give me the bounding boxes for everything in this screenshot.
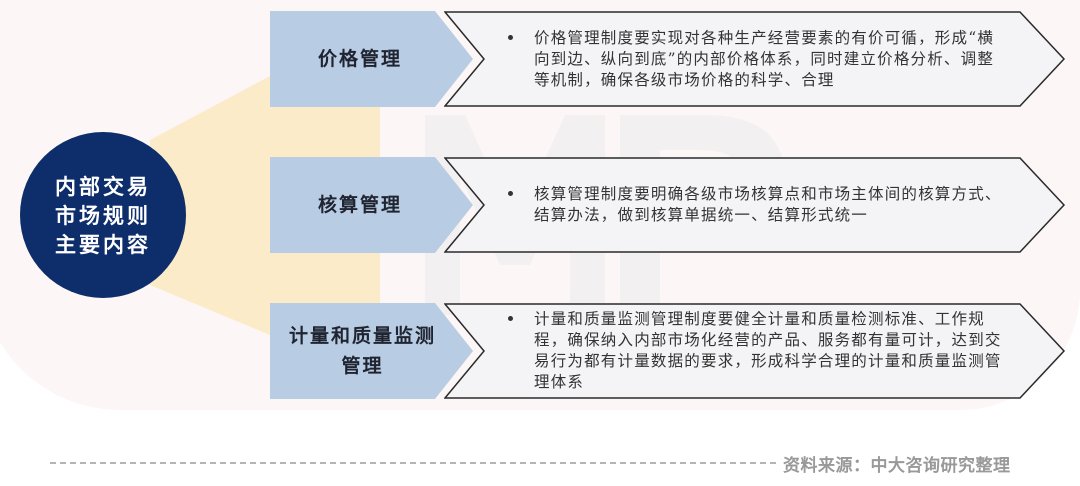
item-label-accounting: 核算管理 (317, 194, 402, 216)
label-arrow-shape (270, 303, 473, 399)
hub-line-2: 市场规则 (55, 202, 151, 228)
detail-chevron-shape (444, 157, 1066, 253)
item-detail-price: 价格管理制度要实现对各种生产经营要素的有价可循，形成“横向到边、纵向到底”的内部… (500, 11, 1010, 107)
detail-chevron-shape (444, 11, 1066, 107)
hub-title: 内部交易 市场规则 主要内容 (53, 172, 153, 259)
item-detail-accounting: 核算管理制度要明确各级市场核算点和市场主体间的核算方式、结算办法，做到核算单据统… (500, 157, 1010, 253)
bullet-icon (508, 34, 513, 40)
hub-circle: 内部交易 市场规则 主要内容 (20, 132, 186, 298)
item-detail-text: 计量和质量监测管理制度要健全计量和质量检测标准、工作规程，确保纳入内部市场化经营… (534, 310, 1002, 391)
hub-line-1: 内部交易 (55, 173, 151, 199)
hub-line-3: 主要内容 (55, 231, 151, 257)
item-label-price: 价格管理 (317, 48, 402, 70)
item-row-measurement: 计量和质量监测管理 计量和质量监测管理制度要健全计量和质量检测标准、工作规程，确… (0, 303, 1080, 399)
item-detail-text: 核算管理制度要明确各级市场核算点和市场主体间的核算方式、结算办法，做到核算单据统… (534, 185, 1002, 224)
item-row-price: 价格管理 价格管理制度要实现对各种生产经营要素的有价可循，形成“横向到边、纵向到… (0, 11, 1080, 107)
item-detail-text: 价格管理制度要实现对各种生产经营要素的有价可循，形成“横向到边、纵向到底”的内部… (534, 28, 995, 89)
label-arrow-shape (270, 157, 473, 253)
detail-chevron-shape (444, 303, 1066, 399)
item-label-measurement: 计量和质量监测管理 (288, 325, 436, 377)
item-row-accounting: 核算管理 核算管理制度要明确各级市场核算点和市场主体间的核算方式、结算办法，做到… (0, 157, 1080, 253)
source-note: 资料来源：中大咨询研究整理 (783, 456, 1011, 476)
footer-divider (50, 462, 776, 464)
item-detail-measurement: 计量和质量监测管理制度要健全计量和质量检测标准、工作规程，确保纳入内部市场化经营… (500, 303, 1010, 399)
bullet-icon (508, 316, 513, 321)
bullet-icon (508, 191, 513, 196)
label-arrow-shape (270, 11, 473, 107)
